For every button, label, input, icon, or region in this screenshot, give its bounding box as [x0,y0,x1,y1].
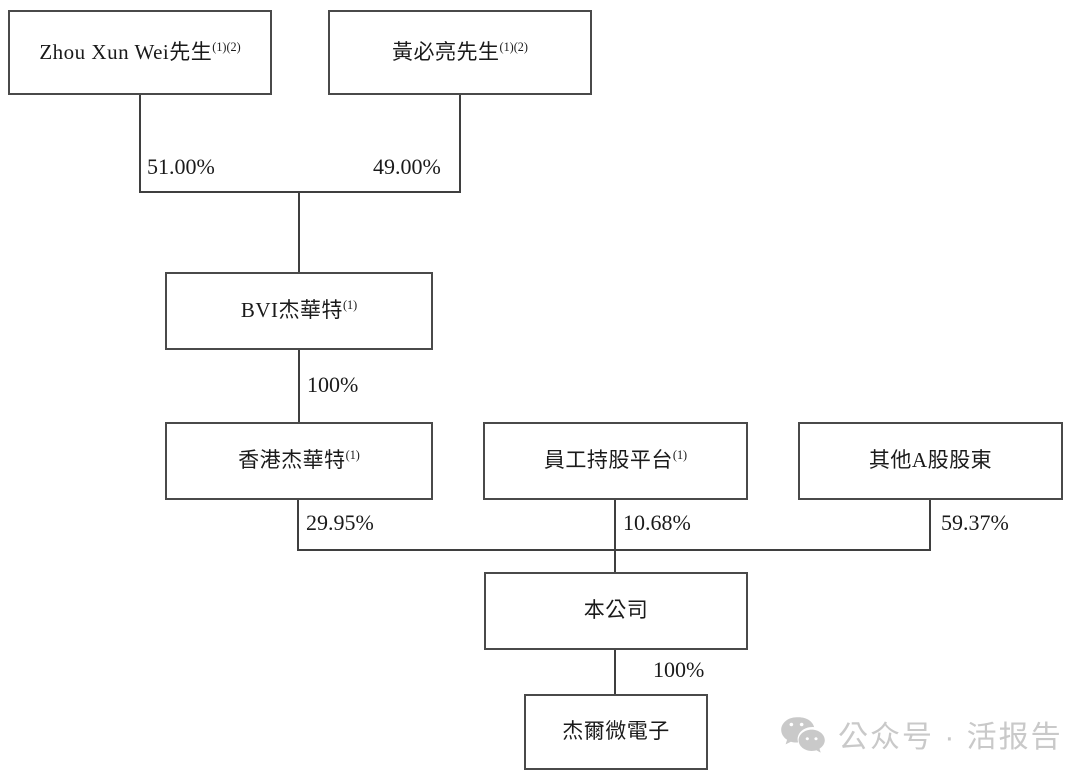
entity-superscript-employee-holding-platform: (1) [672,448,688,463]
entity-box-bvi-jiehuate[interactable]: BVI杰華特(1) [165,272,433,350]
entity-label-the-company: 本公司 [583,598,649,623]
entity-box-hongkong-jiehuate[interactable]: 香港杰華特(1) [165,422,433,500]
entity-box-employee-holding-platform[interactable]: 員工持股平台(1) [483,422,748,500]
percentage-label-pct-platform-to-company: 10.68% [623,510,691,535]
entity-superscript-bvi-jiehuate: (1) [342,298,358,313]
entity-box-the-company[interactable]: 本公司 [484,572,748,650]
entity-label-other-a-share-holders: 其他A股股東 [868,448,993,473]
wechat-watermark: 公众号 · 活报告 [780,712,1063,756]
percentage-label-pct-huang-to-bvi: 49.00% [373,154,441,179]
entity-box-huang-bi-liang[interactable]: 黃必亮先生(1)(2) [328,10,592,95]
entity-superscript-hongkong-jiehuate: (1) [345,448,360,463]
entity-box-zhou-xun-wei[interactable]: Zhou Xun Wei先生(1)(2) [8,10,272,95]
entity-label-hongkong-jiehuate: 香港杰華特(1) [238,448,360,473]
entity-label-employee-holding-platform: 員工持股平台(1) [543,448,688,473]
percentage-label-pct-hk-to-company: 29.95% [306,510,374,535]
entity-box-jieer-micro[interactable]: 杰爾微電子 [524,694,708,770]
entity-label-huang-bi-liang: 黃必亮先生(1)(2) [392,39,528,64]
percentage-label-pct-company-to-jieer: 100% [653,657,705,682]
percentage-label-pct-others-to-company: 59.37% [941,510,1009,535]
entity-label-jieer-micro: 杰爾微電子 [562,719,670,744]
percentage-label-pct-zhou-to-bvi: 51.00% [147,154,215,179]
entity-box-other-a-share-holders[interactable]: 其他A股股東 [798,422,1063,500]
entity-label-bvi-jiehuate: BVI杰華特(1) [240,298,358,323]
watermark-text: 公众号 · 活报告 [838,721,1063,754]
entity-label-zhou-xun-wei: Zhou Xun Wei先生(1)(2) [39,39,241,64]
wechat-logo-icon [780,715,826,753]
entity-superscript-huang-bi-liang: (1)(2) [499,39,528,54]
percentage-label-pct-bvi-to-hk: 100% [307,372,359,397]
entity-superscript-zhou-xun-wei: (1)(2) [212,39,241,54]
